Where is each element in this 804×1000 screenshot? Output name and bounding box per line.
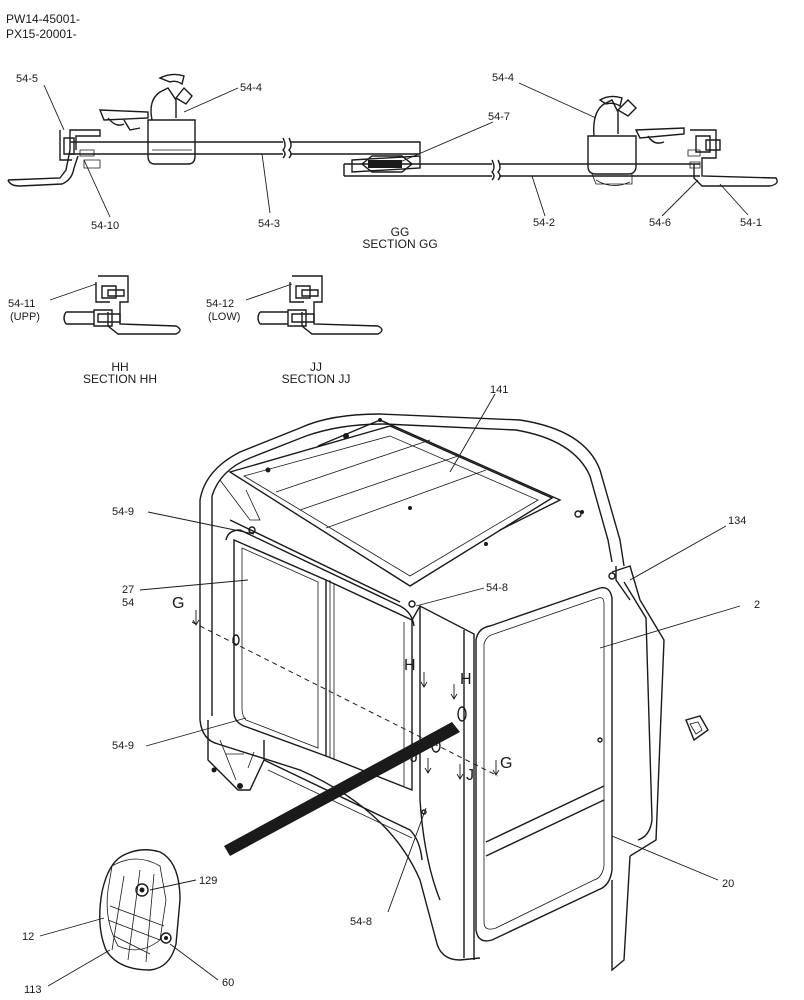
cut-mark-h-left: H: [404, 657, 416, 674]
section-jj-title: SECTION JJ: [282, 372, 351, 386]
section-gg-title: SECTION GG: [362, 237, 437, 251]
callout-54-1: 54-1: [740, 217, 762, 229]
callout-141: 141: [490, 384, 508, 396]
callout-27: 27: [122, 584, 134, 596]
callout-60: 60: [222, 977, 234, 989]
section-gg-leaders: [43, 82, 749, 218]
section-jj-letters: JJ: [310, 360, 322, 374]
serial-range-line-1: PW14-45001-: [6, 12, 80, 26]
callout-54-8-bottom: 54-8: [350, 916, 372, 928]
callout-54-2: 54-2: [533, 217, 555, 229]
callout-54-7: 54-7: [488, 111, 510, 123]
callout-129: 129: [199, 875, 217, 887]
serial-range-line-2: PX15-20001-: [6, 27, 77, 41]
cut-mark-g-right: G: [500, 755, 512, 772]
callout-20: 20: [722, 878, 734, 890]
callout-113: 113: [24, 984, 42, 996]
cut-mark-h-right: H: [460, 671, 472, 688]
callout-54-9-top: 54-9: [112, 506, 134, 518]
callout-54-4-left: 54-4: [240, 82, 262, 94]
callout-12: 12: [22, 931, 34, 943]
cab-drawing: [191, 413, 709, 972]
callout-54-4-right: 54-4: [492, 72, 514, 84]
callout-54-12: 54-12: [206, 298, 234, 310]
cab-leaders: [39, 393, 741, 987]
callout-134: 134: [728, 515, 746, 527]
section-gg-drawing: [7, 73, 778, 187]
callout-2: 2: [754, 599, 760, 611]
mirror-detail-drawing: [99, 849, 181, 971]
callout-54: 54: [122, 597, 134, 609]
section-hh-drawing: [49, 275, 181, 335]
cut-mark-j-left: J: [410, 749, 418, 766]
callout-54-6: 54-6: [649, 217, 671, 229]
cut-mark-j-right: J: [466, 767, 474, 784]
cut-mark-g-left: G: [172, 595, 184, 612]
callout-54-3: 54-3: [258, 218, 280, 230]
callout-54-10: 54-10: [91, 220, 119, 232]
callout-54-11-note: (UPP): [10, 311, 40, 323]
callout-54-8-top: 54-8: [486, 582, 508, 594]
section-hh-letters: HH: [111, 360, 128, 374]
section-gg-letters: GG: [391, 225, 410, 239]
section-jj-drawing: [245, 275, 383, 335]
callout-54-9-bottom: 54-9: [112, 740, 134, 752]
callout-54-11: 54-11: [8, 298, 35, 310]
section-hh-title: SECTION HH: [83, 372, 157, 386]
callout-54-5: 54-5: [16, 73, 38, 85]
callout-54-12-note: (LOW): [208, 311, 240, 323]
